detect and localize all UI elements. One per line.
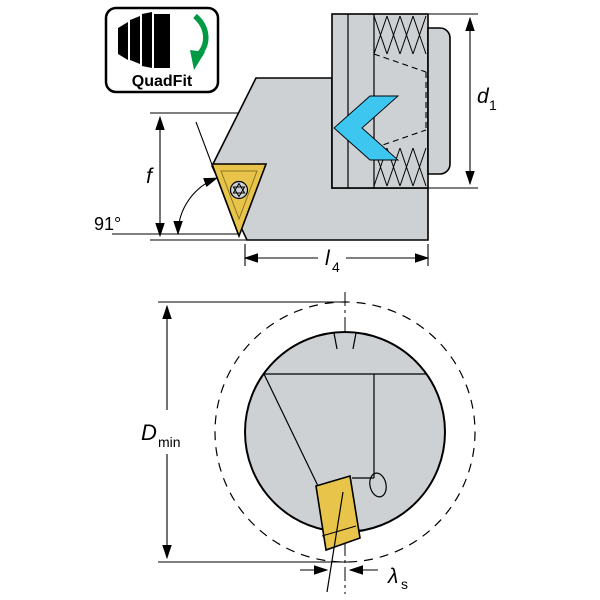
label-lambda-sub: s	[401, 576, 408, 592]
quadfit-badge: QuadFit	[104, 6, 220, 94]
coupling-icon-bar	[118, 22, 128, 60]
coupling-icon-bar	[142, 12, 152, 68]
torx-star-icon	[232, 182, 246, 198]
angle-arc	[173, 177, 219, 236]
hidden-line	[373, 53, 427, 73]
hatch-line	[373, 15, 388, 55]
label-lambda: λ	[387, 565, 398, 588]
hidden-line	[373, 129, 427, 149]
dimension-f	[150, 112, 247, 241]
serration-hatch-top	[373, 15, 427, 55]
torx-triangle	[232, 186, 246, 198]
dimension-d1	[428, 13, 478, 189]
front-body-edges	[263, 332, 426, 487]
cutting-insert-front	[315, 474, 361, 552]
label-d1: d	[477, 85, 490, 108]
insert-screw	[229, 180, 249, 200]
coolant-channel-highlight	[333, 95, 400, 161]
badge-label: QuadFit	[132, 73, 193, 90]
coupling-end-cap	[427, 27, 451, 175]
front-view-dimensions	[158, 301, 378, 575]
dimension-dmin	[158, 301, 348, 563]
hatch-line	[412, 15, 427, 55]
label-f: f	[146, 165, 154, 188]
insert-edge-line	[321, 525, 357, 537]
serration-tick	[352, 332, 357, 350]
serration-tick	[333, 332, 338, 350]
side-view-labels: d 1 f 91° l 4	[94, 85, 497, 275]
coupling-icon	[118, 12, 170, 68]
side-view-dimensions	[112, 13, 478, 266]
hatch-line	[412, 147, 427, 187]
coupling-icon-body	[154, 14, 170, 68]
label-dmin: D	[141, 420, 157, 445]
lambda-inclination-line	[326, 491, 344, 593]
label-angle-91: 91°	[94, 214, 121, 234]
coupling-icon-bar	[130, 16, 140, 64]
green-arrow-head	[190, 50, 205, 70]
screw-hole-front	[369, 472, 387, 498]
front-view	[214, 292, 476, 594]
insert-chamfer-line	[220, 170, 258, 221]
label-l4: l	[325, 247, 331, 270]
hatch-line	[386, 15, 401, 55]
green-arrow-icon	[190, 13, 209, 70]
label-dmin-sub: min	[158, 434, 181, 450]
side-view	[210, 13, 451, 241]
torx-triangle	[232, 182, 246, 194]
body-edge-slant	[263, 373, 319, 487]
hatch-line	[399, 147, 414, 187]
hatch-line	[386, 147, 401, 187]
label-l4-sub: 4	[332, 259, 340, 275]
label-d1-sub: 1	[489, 97, 497, 113]
hidden-taper-lines	[373, 53, 427, 149]
dimension-angle-91	[112, 121, 239, 236]
front-view-labels: D min λ s	[141, 420, 408, 592]
dimension-l4	[243, 244, 430, 266]
hatch-line	[399, 15, 414, 55]
